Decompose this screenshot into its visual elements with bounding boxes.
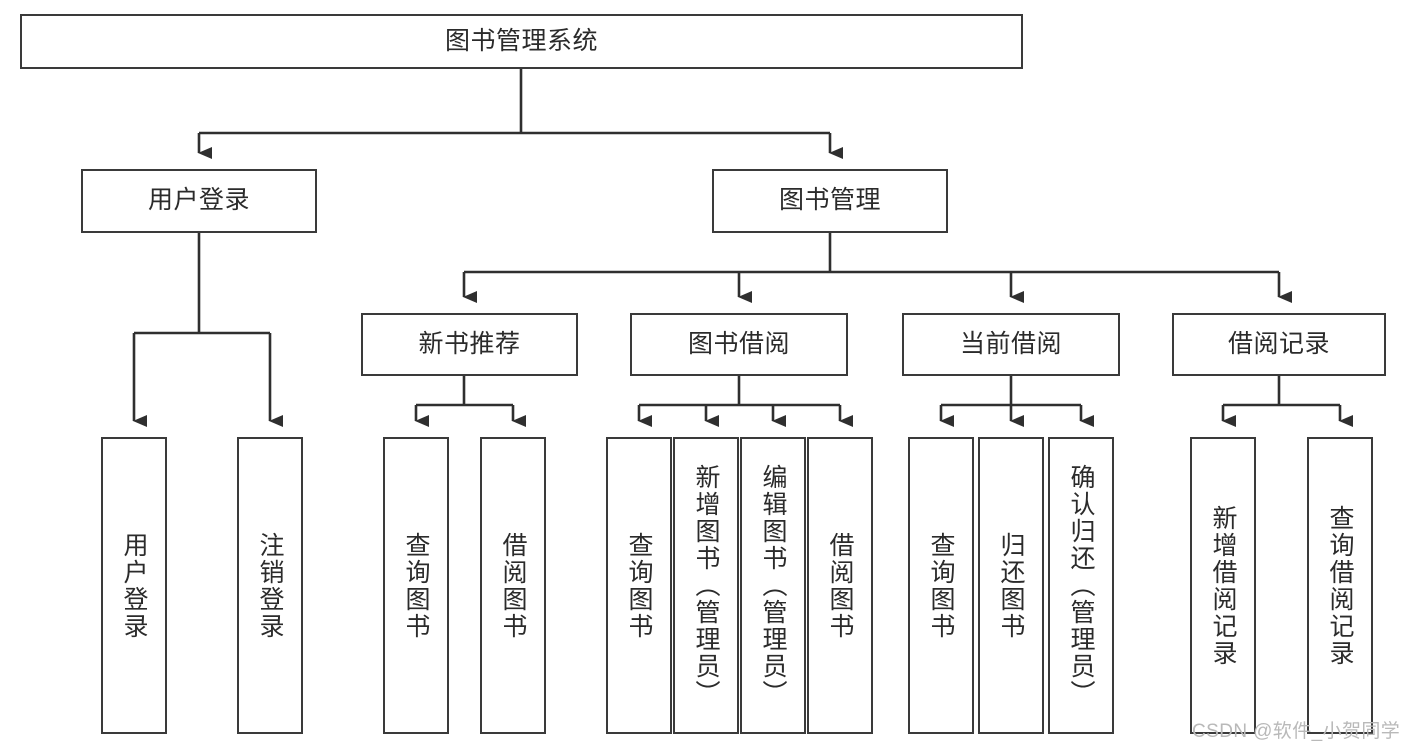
node-leaf-borrow-book-1[interactable]: 借阅图书 [480, 437, 546, 734]
node-leaf-query-book-3-label: 查询图书 [927, 531, 955, 640]
node-user-login-label: 用户登录 [147, 186, 250, 215]
node-leaf-query-record[interactable]: 查询借阅记录 [1307, 437, 1373, 734]
node-leaf-query-record-label: 查询借阅记录 [1326, 504, 1354, 667]
node-leaf-query-book-1[interactable]: 查询图书 [383, 437, 449, 734]
node-new-book-recommend-label: 新书推荐 [418, 329, 521, 358]
node-leaf-borrow-book-2-label: 借阅图书 [826, 531, 854, 640]
node-borrow-record[interactable]: 借阅记录 [1172, 313, 1386, 376]
node-leaf-user-logout[interactable]: 注销登录 [237, 437, 303, 734]
node-leaf-confirm-return-label: 确认归还（管理员） [1067, 464, 1095, 707]
node-leaf-add-record-label: 新增借阅记录 [1209, 504, 1237, 667]
node-root-label: 图书管理系统 [444, 26, 598, 55]
node-leaf-user-login-label: 用户登录 [120, 531, 148, 640]
node-leaf-query-book-1-label: 查询图书 [402, 531, 430, 640]
node-root[interactable]: 图书管理系统 [20, 14, 1023, 69]
node-leaf-borrow-book-2[interactable]: 借阅图书 [807, 437, 873, 734]
node-leaf-add-record[interactable]: 新增借阅记录 [1190, 437, 1256, 734]
node-user-login[interactable]: 用户登录 [81, 169, 317, 233]
node-book-borrow-label: 图书借阅 [687, 329, 790, 358]
node-book-borrow[interactable]: 图书借阅 [630, 313, 848, 376]
node-leaf-query-book-2[interactable]: 查询图书 [606, 437, 672, 734]
node-current-borrow-label: 当前借阅 [959, 329, 1062, 358]
node-leaf-edit-book-label: 编辑图书（管理员） [759, 464, 787, 707]
node-new-book-recommend[interactable]: 新书推荐 [361, 313, 578, 376]
node-leaf-edit-book[interactable]: 编辑图书（管理员） [740, 437, 806, 734]
node-leaf-add-book-label: 新增图书（管理员） [692, 464, 720, 707]
node-leaf-user-login[interactable]: 用户登录 [101, 437, 167, 734]
node-leaf-return-book[interactable]: 归还图书 [978, 437, 1044, 734]
node-current-borrow[interactable]: 当前借阅 [902, 313, 1120, 376]
node-book-manage[interactable]: 图书管理 [712, 169, 948, 233]
node-leaf-query-book-3[interactable]: 查询图书 [908, 437, 974, 734]
node-leaf-add-book[interactable]: 新增图书（管理员） [673, 437, 739, 734]
node-leaf-confirm-return[interactable]: 确认归还（管理员） [1048, 437, 1114, 734]
csdn-watermark: CSDN @软件_小贺同学 [1192, 721, 1401, 742]
node-leaf-borrow-book-1-label: 借阅图书 [499, 531, 527, 640]
node-book-manage-label: 图书管理 [778, 186, 881, 215]
node-borrow-record-label: 借阅记录 [1227, 329, 1330, 358]
node-leaf-query-book-2-label: 查询图书 [625, 531, 653, 640]
node-leaf-user-logout-label: 注销登录 [256, 531, 284, 640]
node-leaf-return-book-label: 归还图书 [997, 531, 1025, 640]
